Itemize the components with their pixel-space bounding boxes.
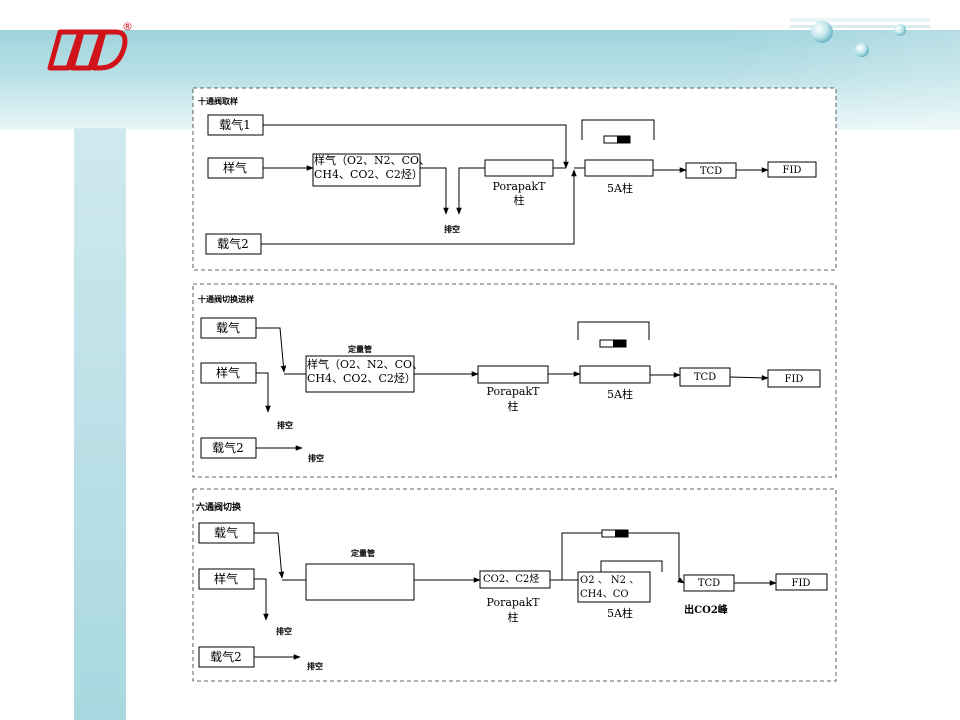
porapak-label-2: 柱 xyxy=(508,399,519,413)
molsieve-column xyxy=(584,159,654,177)
panel-title: 十通阀切换进样 xyxy=(198,294,254,304)
company-logo: ® xyxy=(47,20,133,71)
molsieve-content-2: CH4、CO xyxy=(580,589,629,600)
vent-label-2: 排空 xyxy=(308,453,324,463)
molsieve-label: 5A柱 xyxy=(607,181,633,195)
sample-gas-label: 样气 xyxy=(216,365,240,380)
panel-title: 六通阀切换 xyxy=(196,501,242,513)
porapak-column xyxy=(484,159,554,177)
tcd-label: TCD xyxy=(700,166,722,177)
sample-loop-box xyxy=(312,153,421,187)
carrier-gas-2-label: 载气2 xyxy=(212,440,244,455)
molsieve-label: 5A柱 xyxy=(607,606,633,620)
porapak-column xyxy=(477,365,549,384)
porapak-label-1: PorapakT xyxy=(493,180,547,193)
sample-loop-line1: 样气（O2、N2、CO、 xyxy=(307,357,423,371)
carrier-gas-2-label: 载气2 xyxy=(217,236,249,251)
panel-ten-port-injection: 十通阀切换进样 载气 样气 载气2 定量管 样气（O2、N2、CO、 CH4、C… xyxy=(192,283,837,478)
carrier-gas-label: 载气 xyxy=(214,525,238,540)
left-sidebar-bar xyxy=(74,128,126,720)
vent-label: 排空 xyxy=(444,224,460,234)
fid-label: FID xyxy=(792,578,811,589)
sample-loop-box xyxy=(305,563,415,601)
registered-mark: ® xyxy=(122,20,133,33)
loop-label: 定量管 xyxy=(350,548,375,558)
carrier-gas-2-label: 载气2 xyxy=(210,649,242,664)
loop-label: 定量管 xyxy=(347,344,372,354)
porapak-label-2: 柱 xyxy=(508,610,519,624)
tcd-label: TCD xyxy=(694,372,716,383)
fid-label: FID xyxy=(783,165,802,176)
panel-ten-port-sampling: 十通阀取样 载气1 样气 载气2 样气（O2、N2、CO、 CH4、CO2、C2… xyxy=(192,87,837,271)
molsieve-label: 5A柱 xyxy=(607,387,633,401)
sample-loop-line2: CH4、CO2、C2烃） xyxy=(314,168,423,181)
tcd-label: TCD xyxy=(698,578,720,589)
header-bubbles xyxy=(811,21,906,57)
panel-six-port-switch: 六通阀切换 载气 样气 载气2 定量管 CO2、C2烃 PorapakT 柱 O… xyxy=(192,488,837,682)
top-stripes xyxy=(790,18,930,28)
panel-title: 十通阀取样 xyxy=(198,96,238,106)
sample-gas-label: 样气 xyxy=(223,160,247,175)
porapak-label-1: PorapakT xyxy=(487,385,541,398)
panel-frame xyxy=(192,87,837,271)
carrier-gas-1-label: 载气1 xyxy=(219,117,251,132)
vent-label-1: 排空 xyxy=(276,626,292,636)
porapak-content: CO2、C2烃 xyxy=(483,572,539,585)
sample-loop-line2: CH4、CO2、C2烃） xyxy=(307,372,416,385)
bypass-line xyxy=(581,119,655,140)
vent-label-2: 排空 xyxy=(307,661,323,671)
vent-label-1: 排空 xyxy=(277,420,293,430)
sample-loop-line1: 样气（O2、N2、CO、 xyxy=(314,153,430,167)
sample-gas-label: 样气 xyxy=(214,571,238,586)
molsieve-column xyxy=(577,571,651,603)
molsieve-column xyxy=(579,365,651,384)
molsieve-content-1: O2 、 N2 、 xyxy=(580,575,639,586)
porapak-label-1: PorapakT xyxy=(487,596,541,609)
sample-loop-box xyxy=(305,355,415,393)
co2-peak-note: 出CO2峰 xyxy=(684,603,729,616)
bypass-line xyxy=(577,321,650,340)
porapak-label-2: 柱 xyxy=(514,193,525,207)
carrier-gas-label: 载气 xyxy=(216,320,240,335)
fid-label: FID xyxy=(785,374,804,385)
